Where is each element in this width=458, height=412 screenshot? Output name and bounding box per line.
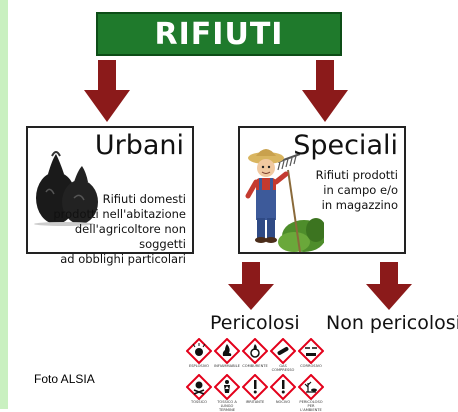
hazard-caption: COMBURENTE <box>242 364 268 368</box>
hazard-caption: CORROSIVO <box>300 364 322 368</box>
flame-icon <box>214 338 240 364</box>
label-non-pericolosi: Non pericolosi <box>326 312 458 334</box>
urbani-desc-line: prodotti nell'abitazione <box>53 207 186 221</box>
arrow-to-speciali <box>302 60 348 122</box>
hazard-caption: TOSSICO A LUNGO TERMINE <box>217 400 237 412</box>
hazard-pictograms-grid: ESPLOSIVO INFIAMMABILE COMBURENTE GAS CO… <box>186 338 326 412</box>
exploding-bomb-icon <box>186 338 212 364</box>
hazard-caption: IRRITANTE <box>245 400 265 404</box>
hazard-caption: INFIAMMABILE <box>214 364 240 368</box>
urbani-desc-line: dell'agricoltore non soggetti <box>74 222 186 251</box>
corrosion-icon <box>298 338 324 364</box>
urbani-title: Urbani <box>94 130 184 161</box>
flame-over-circle-icon <box>242 338 268 364</box>
speciali-desc-line: in campo e/o <box>323 183 398 197</box>
photo-credit: Foto ALSIA <box>34 372 95 386</box>
diagram-title: RIFIUTI <box>154 16 284 52</box>
farmer-illustration-icon <box>245 149 324 252</box>
label-pericolosi: Pericolosi <box>210 312 300 334</box>
speciali-desc-line: Rifiuti prodotti <box>315 168 398 182</box>
arrow-to-urbani <box>84 60 130 122</box>
left-accent-bar <box>0 0 8 409</box>
environment-icon <box>298 374 324 400</box>
arrow-to-pericolosi <box>228 262 274 310</box>
urbani-desc-line: ad obblighi particolari <box>60 252 186 266</box>
garbage-bags-icon <box>34 151 98 226</box>
speciali-title: Speciali <box>293 130 398 161</box>
title-box: RIFIUTI <box>96 12 342 56</box>
speciali-description: Rifiuti prodotti in campo e/o in magazzi… <box>298 168 398 213</box>
panel-speciali: Speciali Rifiuti prodotti in campo e/o i… <box>238 126 406 254</box>
urbani-desc-line: Rifiuti domesti <box>102 192 186 206</box>
panel-urbani: Urbani Rifiuti domesti prodotti nell'abi… <box>26 126 194 266</box>
exclamation-mark-icon <box>242 374 268 400</box>
gas-cylinder-icon <box>270 338 296 364</box>
urbani-description: Rifiuti domesti prodotti nell'abitazione… <box>26 192 186 267</box>
arrow-to-non-pericolosi <box>366 262 412 310</box>
hazard-caption: TOSSICO <box>191 400 207 404</box>
hazard-caption: ESPLOSIVO <box>189 364 209 368</box>
health-hazard-icon <box>214 374 240 400</box>
hazard-caption: NOCIVO <box>275 400 291 404</box>
hazard-caption: GAS COMPRESSO <box>271 364 295 372</box>
exclamation-mark-icon <box>270 374 296 400</box>
speciali-desc-line: in magazzino <box>321 198 398 212</box>
hazard-caption: PERICOLOSO PER L'AMBIENTE <box>299 400 323 412</box>
skull-crossbones-icon <box>186 374 212 400</box>
